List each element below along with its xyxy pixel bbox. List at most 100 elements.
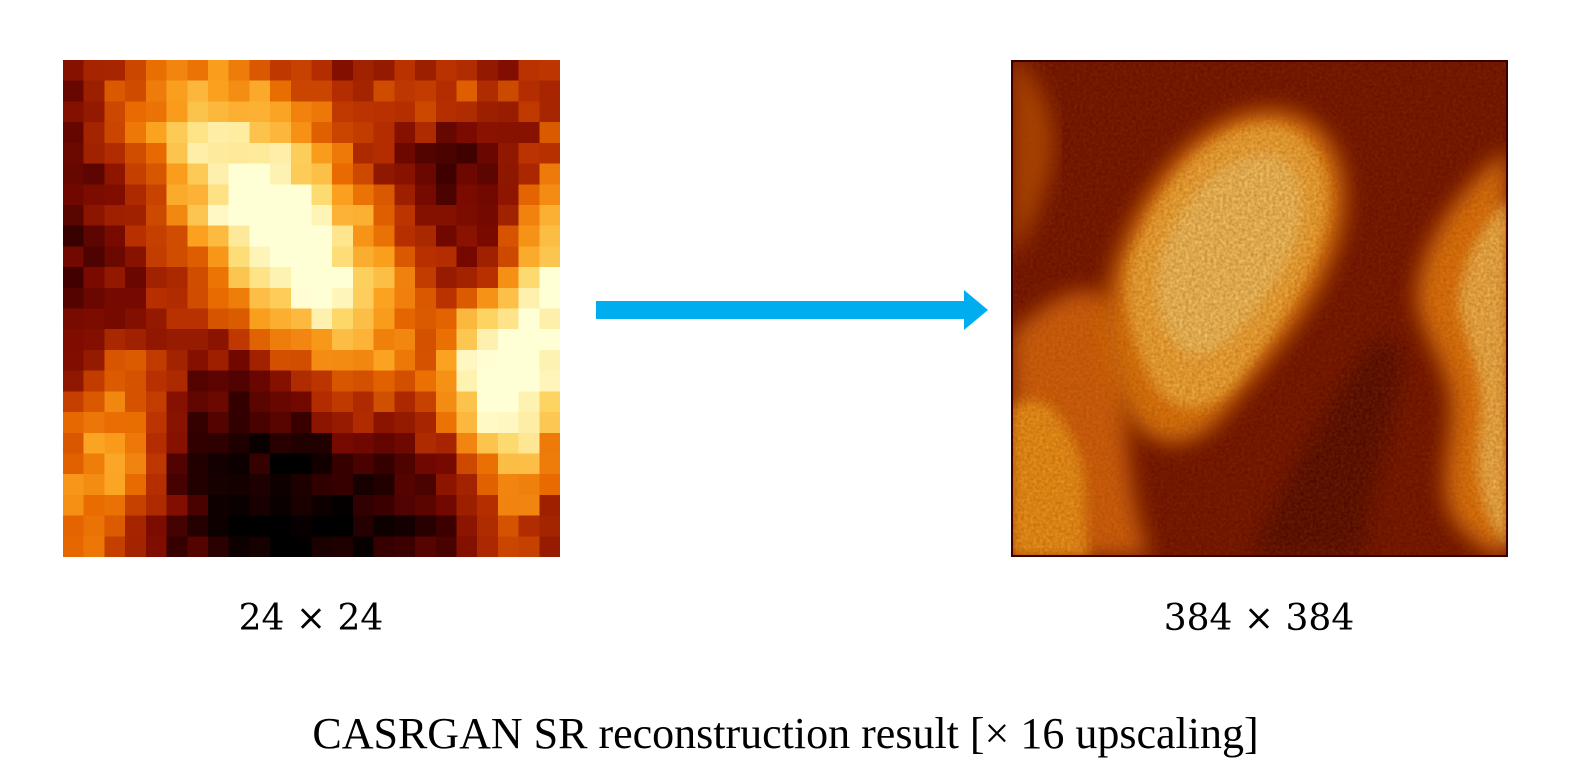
lr-pixel	[539, 308, 560, 330]
lr-pixel	[352, 412, 375, 434]
lr-pixel	[290, 142, 312, 164]
lr-pixel	[270, 494, 292, 516]
lr-pixel	[104, 184, 126, 206]
lr-pixel	[249, 101, 271, 123]
lr-pixel	[415, 60, 437, 82]
lr-pixel	[497, 101, 519, 123]
lr-pixel	[83, 246, 105, 268]
lr-pixel	[539, 267, 560, 289]
lr-pixel	[352, 391, 375, 413]
lr-pixel	[352, 142, 375, 164]
lr-pixel	[249, 474, 271, 496]
lr-pixel	[270, 204, 292, 227]
lr-pixel	[270, 101, 292, 123]
lr-pixel	[145, 536, 167, 557]
lr-pixel	[228, 349, 250, 372]
lr-pixel	[456, 453, 478, 475]
lr-pixel	[477, 370, 499, 392]
lr-pixel	[83, 142, 105, 164]
lr-pixel	[415, 349, 437, 372]
lr-pixel	[83, 536, 105, 557]
lr-pixel	[539, 287, 560, 309]
lr-pixel	[125, 184, 147, 206]
lr-pixel	[207, 370, 230, 392]
lr-pixel	[311, 536, 333, 557]
lr-pixel	[125, 391, 147, 413]
lr-pixel	[145, 80, 167, 102]
lr-pixel	[497, 80, 519, 102]
lr-pixel	[270, 163, 292, 185]
lr-pixel	[145, 267, 167, 289]
lr-pixel	[63, 536, 85, 557]
lr-pixel	[415, 453, 437, 475]
lr-pixel	[166, 122, 188, 144]
lr-pixel	[249, 370, 271, 392]
lr-pixel	[145, 163, 167, 185]
lr-pixel	[373, 391, 395, 413]
lr-pixel	[125, 204, 147, 227]
lr-pixel	[332, 225, 354, 247]
lr-pixel	[539, 474, 560, 496]
lr-pixel	[125, 163, 147, 185]
lr-pixel	[63, 515, 85, 537]
lr-pixel	[373, 474, 395, 496]
lr-pixel	[290, 287, 312, 309]
lr-pixel	[125, 349, 147, 372]
lr-pixel	[228, 101, 250, 123]
lr-pixel	[249, 142, 271, 164]
lr-pixel	[311, 246, 333, 268]
lr-pixel	[187, 267, 209, 289]
lr-pixel	[125, 225, 147, 247]
lr-pixel	[456, 515, 478, 537]
lr-pixel	[187, 474, 209, 496]
lr-pixel	[373, 329, 395, 351]
lr-pixel	[373, 412, 395, 434]
lr-pixel	[311, 453, 333, 475]
lr-pixel	[394, 122, 416, 144]
lr-pixel	[539, 101, 560, 123]
hr-border	[1011, 60, 1508, 557]
lr-pixel	[187, 163, 209, 185]
lr-pixel	[518, 474, 540, 496]
lr-pixel	[518, 142, 540, 164]
lr-pixel	[125, 142, 147, 164]
lr-pixel	[207, 80, 230, 102]
lr-pixel	[394, 225, 416, 247]
lr-pixel	[539, 536, 560, 557]
lr-pixel	[83, 163, 105, 185]
lr-pixel	[415, 246, 437, 268]
lr-pixel	[104, 246, 126, 268]
lr-pixel	[415, 267, 437, 289]
lr-pixel	[290, 163, 312, 185]
lr-pixel	[518, 432, 540, 454]
lr-pixel	[373, 432, 395, 454]
lr-pixel	[290, 432, 312, 454]
lr-pixel	[290, 515, 312, 537]
lr-pixel	[145, 453, 167, 475]
lr-pixel	[394, 432, 416, 454]
lr-pixel	[166, 184, 188, 206]
lr-pixel	[497, 122, 519, 144]
lr-pixel	[311, 80, 333, 102]
lr-pixel	[477, 349, 499, 372]
lr-pixel	[497, 474, 519, 496]
lr-pixel	[83, 432, 105, 454]
lr-pixel	[373, 287, 395, 309]
lr-pixel	[415, 184, 437, 206]
lr-pixel	[394, 246, 416, 268]
input-size-label: 24 × 24	[238, 598, 384, 639]
lr-pixel	[497, 225, 519, 247]
lr-pixel	[104, 453, 126, 475]
output-size-label: 384 × 384	[1163, 598, 1355, 639]
lr-pixel	[249, 163, 271, 185]
lr-pixel	[83, 391, 105, 413]
lr-pixel	[249, 308, 271, 330]
lr-pixel	[207, 308, 230, 330]
lr-pixel	[125, 453, 147, 475]
lr-pixel	[435, 474, 457, 496]
lr-pixel	[104, 515, 126, 537]
lr-pixel	[166, 80, 188, 102]
lr-pixel	[497, 412, 519, 434]
lr-pixel	[518, 453, 540, 475]
lr-pixel	[228, 60, 250, 82]
